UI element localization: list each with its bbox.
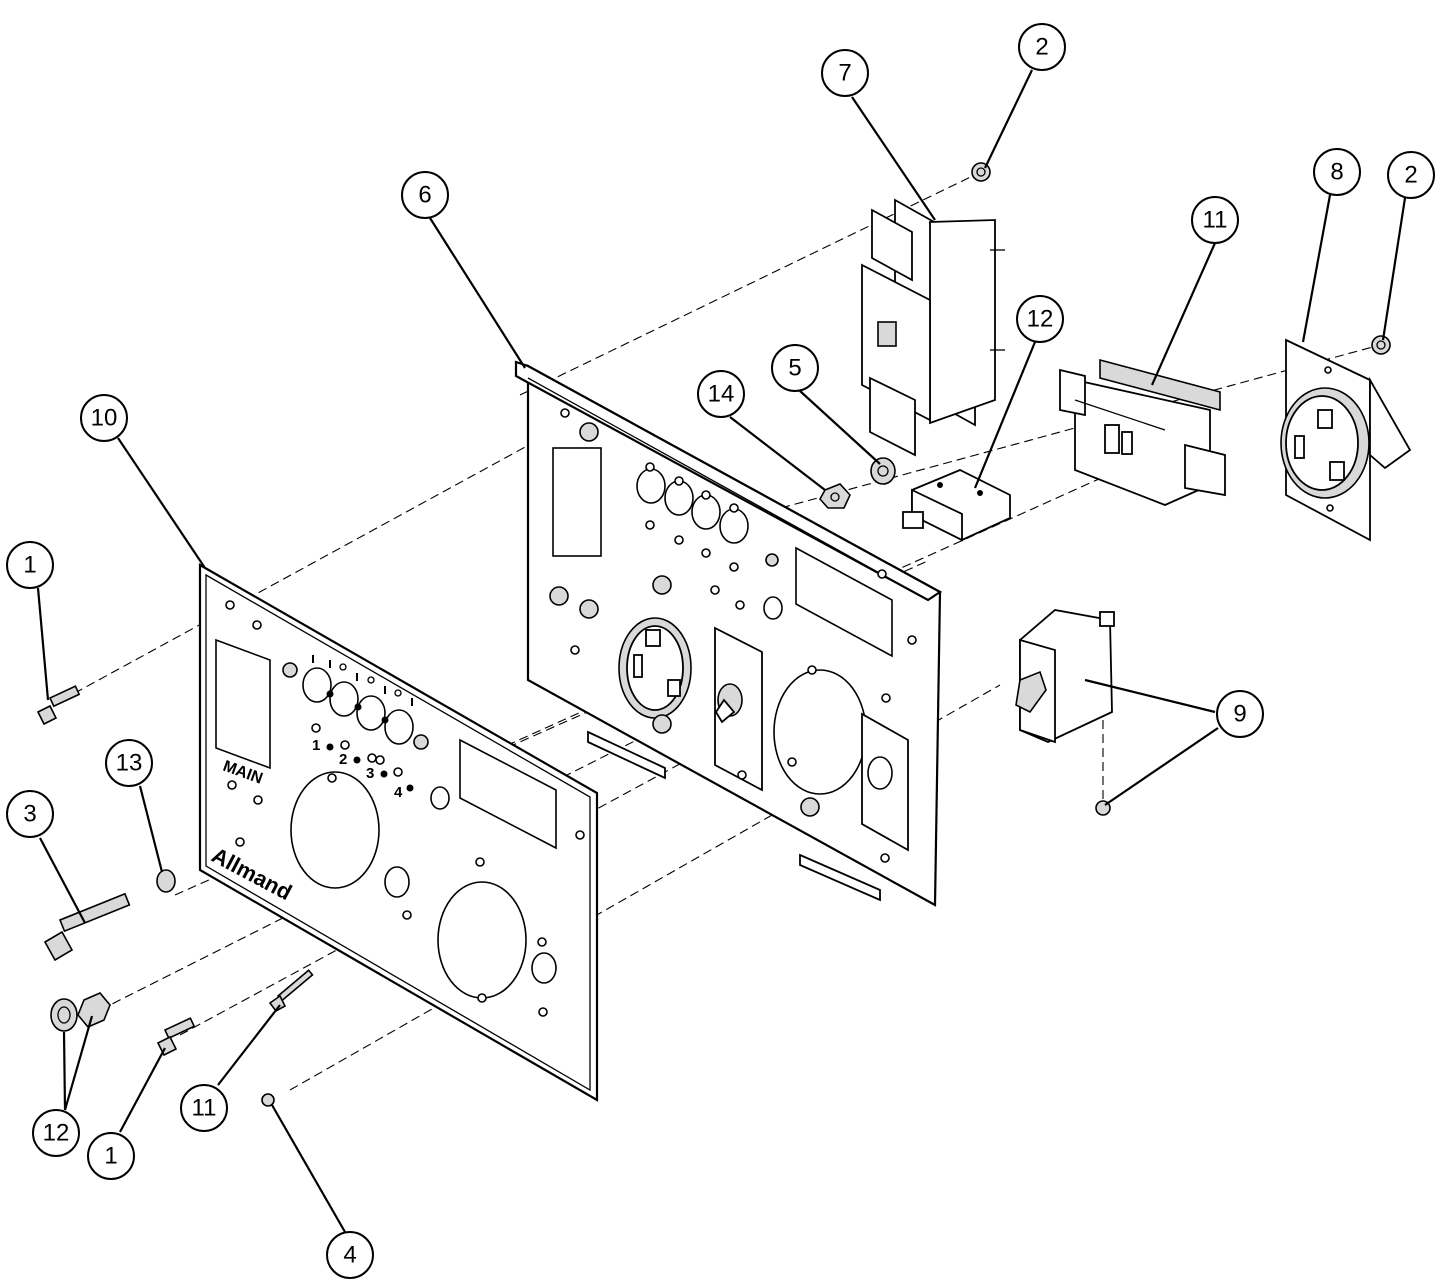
svg-text:11: 11 xyxy=(192,1095,217,1122)
leader-lines xyxy=(36,69,1407,1233)
svg-text:2: 2 xyxy=(1035,34,1048,61)
svg-text:10: 10 xyxy=(91,405,118,432)
callout-11: 11 xyxy=(180,1084,228,1132)
callout-5: 5 xyxy=(771,344,819,392)
hardware xyxy=(36,162,1391,1107)
callout-9: 9 xyxy=(1216,690,1264,738)
svg-text:1: 1 xyxy=(104,1143,117,1170)
callout-2: 2 xyxy=(1018,23,1066,71)
callout-14: 14 xyxy=(697,370,745,418)
svg-text:1: 1 xyxy=(23,552,36,579)
svg-text:8: 8 xyxy=(1330,159,1343,186)
callout-12: 12 xyxy=(32,1109,80,1157)
callout-1: 1 xyxy=(87,1132,135,1180)
svg-text:12: 12 xyxy=(1027,306,1054,333)
callout-12: 12 xyxy=(1016,295,1064,343)
toggle-breaker-9 xyxy=(1015,609,1115,744)
callout-4: 4 xyxy=(326,1231,374,1279)
svg-text:2: 2 xyxy=(1404,162,1417,189)
outlet-number-1: 1 xyxy=(312,737,320,754)
svg-text:13: 13 xyxy=(116,750,143,777)
svg-text:12: 12 xyxy=(43,1120,70,1147)
breaker-7 xyxy=(861,198,1005,457)
callout-1: 1 xyxy=(6,541,54,589)
callout-11: 11 xyxy=(1191,196,1239,244)
outlet-number-4: 4 xyxy=(394,784,403,801)
svg-text:14: 14 xyxy=(708,381,735,408)
callout-7: 7 xyxy=(821,49,869,97)
callout-8: 8 xyxy=(1313,148,1361,196)
round-receptacle-8 xyxy=(1280,338,1412,542)
callout-3: 3 xyxy=(6,790,54,838)
outlet-number-3: 3 xyxy=(366,765,374,782)
callout-6: 6 xyxy=(401,171,449,219)
outlet-number-2: 2 xyxy=(339,751,347,768)
svg-text:7: 7 xyxy=(838,60,851,87)
small-breaker-12 xyxy=(902,469,1011,542)
callout-2: 2 xyxy=(1387,151,1435,199)
callouts: 1 1 2 2 3 4 5 6 7 8 9 10 11 11 12 12 13 … xyxy=(6,23,1435,1279)
svg-text:5: 5 xyxy=(788,355,801,382)
callout-10: 10 xyxy=(80,394,128,442)
rear-panel-6 xyxy=(514,360,943,907)
svg-text:9: 9 xyxy=(1233,701,1246,728)
callout-13: 13 xyxy=(105,739,153,787)
svg-text:4: 4 xyxy=(343,1242,356,1269)
svg-text:3: 3 xyxy=(23,801,36,828)
svg-text:6: 6 xyxy=(418,182,431,209)
svg-text:11: 11 xyxy=(1203,207,1228,234)
front-panel-10: MAIN Allmand 1 2 3 4 xyxy=(198,563,599,1102)
gfci-receptacle-11 xyxy=(1059,358,1226,506)
